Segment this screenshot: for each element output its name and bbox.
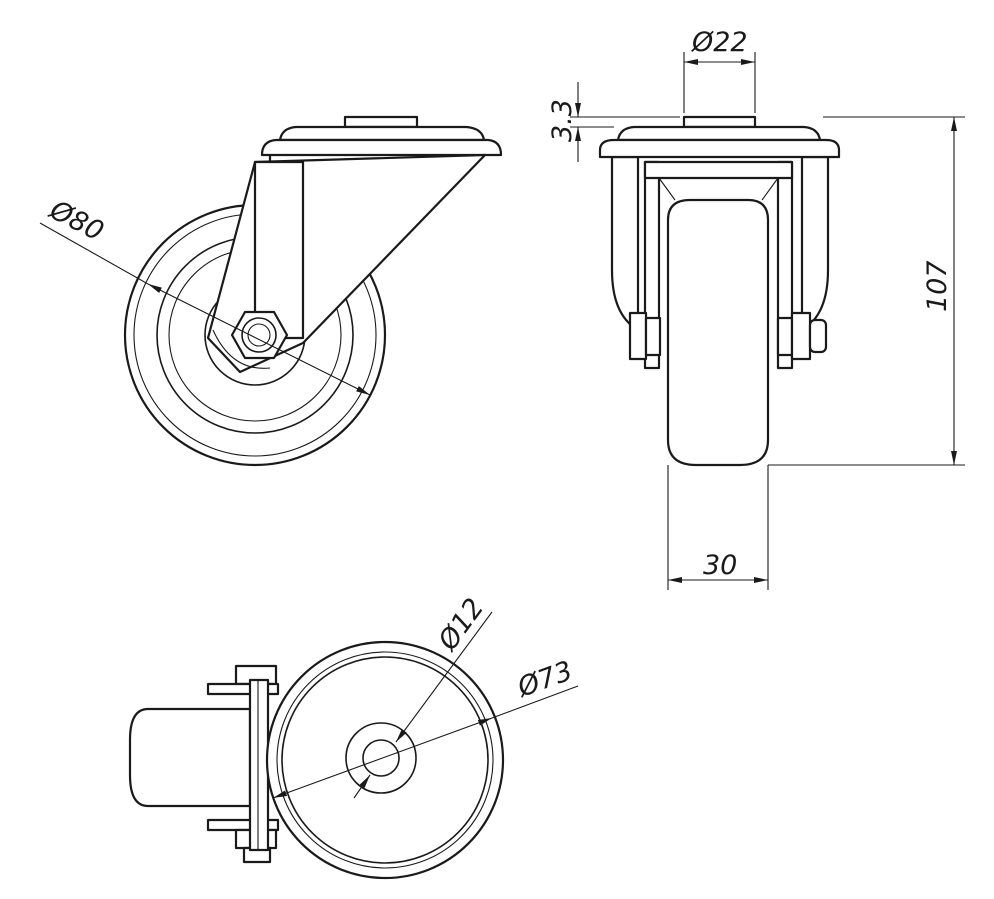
dimension-label-bore-diameter: Ø12: [432, 593, 490, 657]
dimension-plate-thickness: 3.3: [547, 82, 680, 162]
dimension-label-plate-thickness: 3.3: [547, 99, 578, 142]
dimension-spigot-diameter: Ø22: [683, 27, 756, 113]
side-view-axle-nut: [230, 310, 289, 360]
dimension-label-overall-height: 107: [922, 260, 953, 312]
front-view-fork: [643, 160, 794, 370]
top-view: Ø12 Ø73: [128, 593, 579, 880]
front-view-axle: [628, 311, 828, 361]
top-view-wheel: [265, 640, 505, 880]
front-view-wheel: [666, 198, 770, 467]
front-view: Ø22 3.3 107 30: [547, 27, 965, 590]
dimension-label-spigot-diameter: Ø22: [691, 27, 748, 58]
dimension-label-wheel-diameter: Ø80: [44, 194, 109, 247]
dimension-label-hub-diameter: Ø73: [513, 655, 577, 703]
front-view-top-plate: [598, 115, 841, 159]
dimension-label-wheel-width: 30: [703, 550, 737, 581]
side-view-top-plate: [260, 115, 503, 164]
dimension-wheel-width: 30: [667, 465, 769, 590]
dimension-overall-height: 107: [768, 116, 965, 466]
side-view: Ø80: [39, 115, 503, 467]
